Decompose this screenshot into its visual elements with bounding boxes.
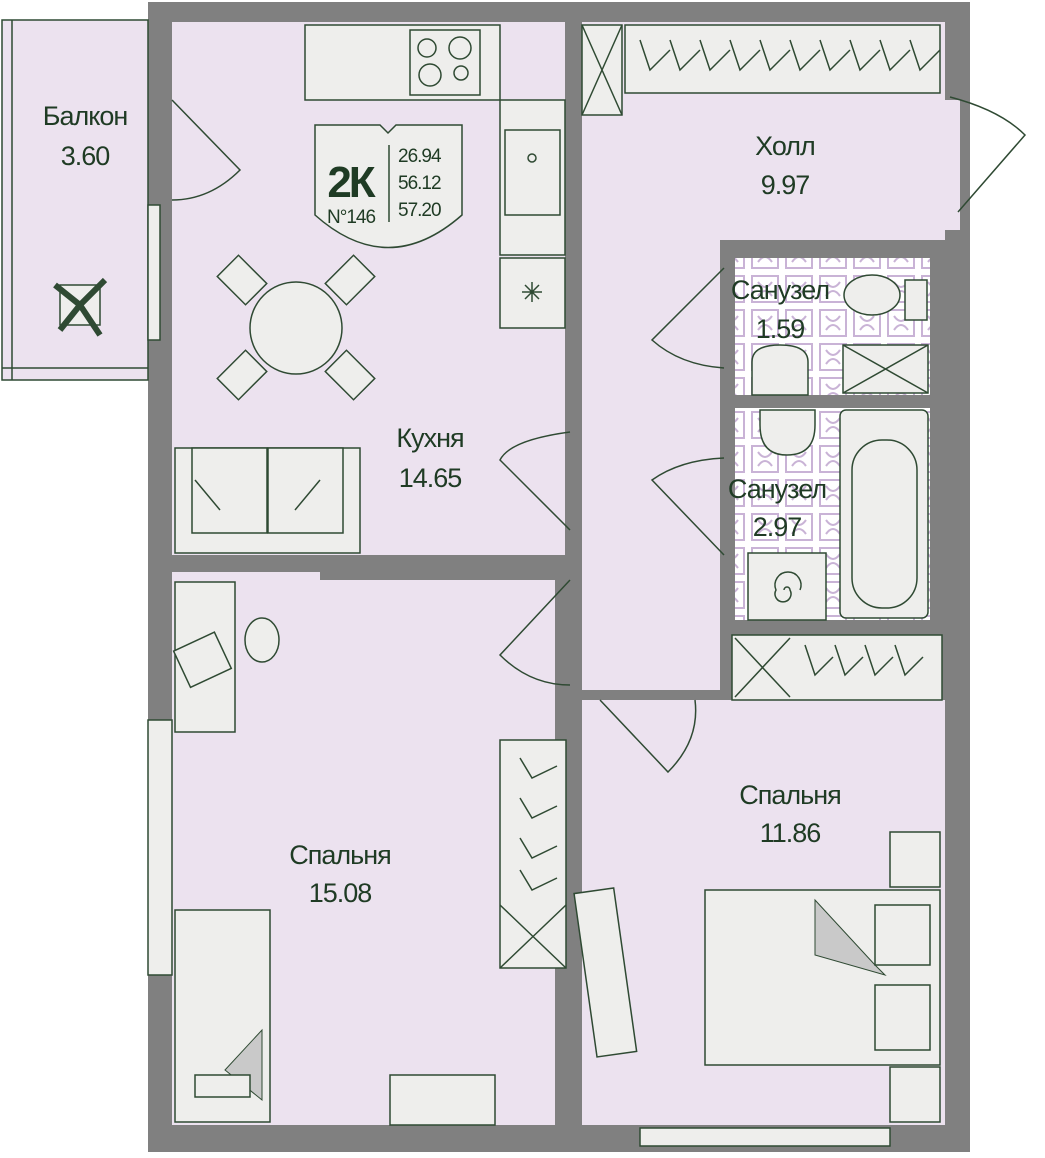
- apartment-badge: 2К N°146 26.94 56.12 57.20: [314, 124, 463, 249]
- badge-living-area: 26.94: [398, 146, 442, 167]
- balcony-area: 3.60: [61, 141, 110, 171]
- toilet-icon: [843, 274, 901, 316]
- radiator-icon: [389, 1074, 496, 1126]
- hall-area: 9.97: [761, 170, 810, 200]
- badge-type: 2К: [327, 158, 375, 207]
- corridor-floor: [582, 240, 720, 690]
- sink-icon-bath1: [751, 344, 809, 396]
- kitchen-door[interactable]: [499, 431, 571, 531]
- bedroom1-door[interactable]: [498, 579, 571, 686]
- bedroom2-area: 11.86: [760, 818, 821, 848]
- balcony-window: [147, 204, 161, 341]
- bath2-area: 2.97: [753, 512, 802, 542]
- entrance-door[interactable]: [949, 96, 1027, 213]
- bathtub-icon: [839, 409, 929, 619]
- kitchen-counter: [304, 24, 566, 256]
- bath1-door[interactable]: [650, 267, 725, 369]
- badge-number: N°146: [327, 207, 375, 228]
- hall-wardrobe: [624, 24, 941, 94]
- bath1-area: 1.59: [756, 314, 805, 344]
- bedroom1-name: Спальня: [289, 840, 391, 870]
- bedroom2-name: Спальня: [739, 780, 841, 810]
- kitchen-area: 14.65: [399, 463, 462, 493]
- bedroom1-wardrobe: [499, 739, 567, 969]
- sink-icon: [504, 129, 561, 216]
- tv-stand-icon: [573, 887, 638, 1058]
- dining-table-icon: [216, 254, 376, 401]
- balcony-floor: [1, 19, 149, 381]
- stove-icon: [409, 29, 481, 96]
- kitchen-name: Кухня: [396, 423, 463, 453]
- sofa-icon: [174, 447, 361, 554]
- bedroom2-window: [639, 1127, 891, 1147]
- balcony-name: Балкон: [43, 101, 128, 131]
- balcony-door[interactable]: [171, 99, 242, 201]
- badge-area-with-balcony: 57.20: [398, 200, 441, 221]
- bedroom2-door[interactable]: [599, 699, 697, 774]
- wardrobe-hall: [731, 634, 943, 701]
- sink-icon-bath2: [759, 409, 816, 456]
- bath2-door[interactable]: [650, 457, 725, 556]
- bedroom1-area: 15.08: [309, 878, 372, 908]
- badge-total-area: 56.12: [398, 173, 441, 194]
- bedroom1-window: [147, 719, 173, 976]
- bath2-name: Санузел: [728, 474, 826, 504]
- chair-icon: [244, 617, 280, 663]
- hall-name: Холл: [755, 131, 815, 161]
- plant-icon: [53, 277, 108, 337]
- bath1-name: Санузел: [731, 275, 829, 305]
- laptop-icon: [172, 631, 233, 689]
